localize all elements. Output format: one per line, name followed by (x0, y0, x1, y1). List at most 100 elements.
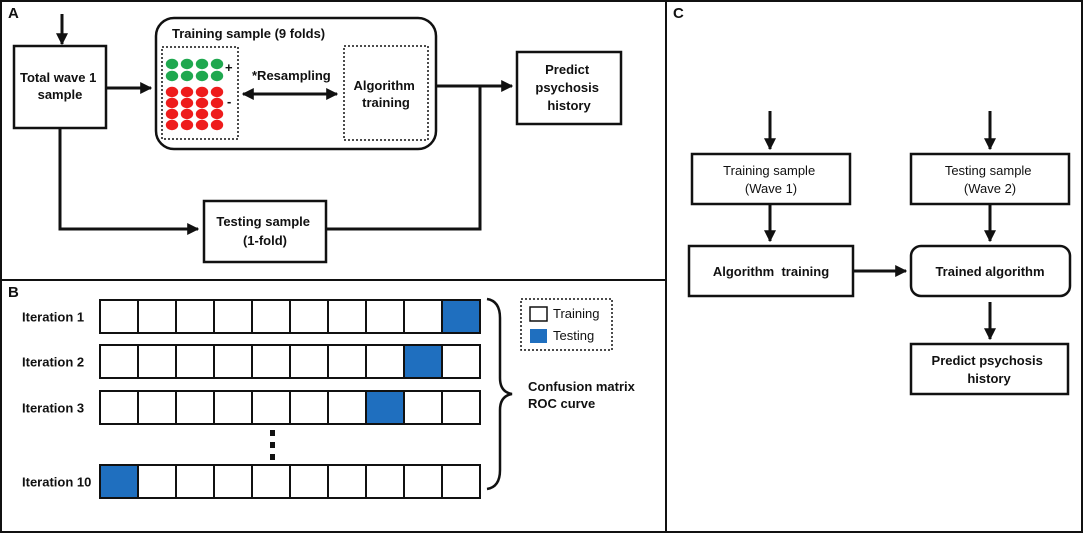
fold-cell-training (251, 344, 291, 379)
fold-cell-testing (403, 344, 443, 379)
positive-case-dot (180, 70, 194, 82)
testing-sample-label-a: Testing sample (1-fold) (216, 214, 313, 248)
positive-case-dot (210, 70, 224, 82)
ellipsis-dot (270, 454, 275, 460)
legend-training-swatch (529, 306, 548, 322)
iteration-label: Iteration 10 (22, 475, 91, 490)
legend-training-label: Training (553, 306, 599, 321)
negative-case-dot (195, 108, 209, 120)
negative-case-dot (195, 119, 209, 131)
negative-sign: - (227, 94, 231, 109)
predict-box-c (909, 342, 1070, 396)
fold-cell-training (441, 464, 481, 499)
brace (486, 297, 513, 491)
testing-sample-box-c (909, 152, 1071, 206)
positive-case-dot (195, 70, 209, 82)
training-sample-box-c (690, 152, 852, 206)
fold-cell-training (327, 344, 367, 379)
fold-cell-training (365, 299, 405, 334)
fold-cell-training (213, 299, 253, 334)
fold-cell-training (213, 464, 253, 499)
negative-case-dot (210, 119, 224, 131)
fold-cell-training (251, 299, 291, 334)
negative-case-dot (195, 86, 209, 98)
algorithm-training-box (343, 45, 429, 141)
predict-label-c: Predict psychosis history (932, 353, 1047, 386)
positive-sign: + (225, 60, 233, 75)
positive-case-dot (210, 58, 224, 70)
iteration-label: Iteration 2 (22, 355, 84, 370)
outputs-label: Confusion matrix ROC curve (528, 379, 639, 411)
fold-cell-training (327, 299, 367, 334)
fold-cell-training (251, 390, 291, 425)
panel-a-letter: A (8, 5, 19, 22)
positive-case-dot (180, 58, 194, 70)
negative-case-dot (210, 108, 224, 120)
negative-case-dot (180, 108, 194, 120)
fold-cell-training (441, 390, 481, 425)
fold-cell-training (137, 464, 177, 499)
sample-dots-box (161, 46, 239, 140)
trained-algorithm-label: Trained algorithm (935, 264, 1044, 279)
legend-testing-swatch (530, 329, 547, 343)
fold-cell-training (327, 464, 367, 499)
fold-cell-training (403, 464, 443, 499)
iteration-label: Iteration 1 (22, 310, 84, 325)
fold-cell-training (251, 464, 291, 499)
fold-cell-training (213, 390, 253, 425)
fold-cell-training (365, 344, 405, 379)
resampling-label: *Resampling (252, 68, 331, 83)
negative-case-dot (165, 108, 179, 120)
positive-case-dot (165, 58, 179, 70)
algorithm-training-box-c (687, 244, 855, 298)
fold-cell-training (137, 390, 177, 425)
fold-cell-training (99, 344, 139, 379)
positive-case-dot (165, 70, 179, 82)
predict-box-a (515, 50, 623, 126)
negative-case-dot (180, 119, 194, 131)
panel-c-letter: C (673, 5, 684, 22)
testing-sample-box-a (202, 199, 328, 264)
fold-cell-training (175, 464, 215, 499)
fold-cell-training (213, 344, 253, 379)
panel-c-frame (665, 0, 1083, 533)
fold-cell-training (289, 299, 329, 334)
ellipsis-dot (270, 442, 275, 448)
fold-cell-training (175, 390, 215, 425)
fold-cell-testing (441, 299, 481, 334)
negative-case-dot (165, 97, 179, 109)
fold-cell-training (289, 390, 329, 425)
negative-case-dot (165, 119, 179, 131)
fold-cell-training (99, 390, 139, 425)
fold-cell-training (403, 390, 443, 425)
fold-cell-training (175, 344, 215, 379)
fold-cell-testing (99, 464, 139, 499)
fold-cell-training (289, 464, 329, 499)
negative-case-dot (165, 86, 179, 98)
panel-b-letter: B (8, 284, 19, 301)
negative-case-dot (195, 97, 209, 109)
total-sample-label: Total wave 1 sample (20, 70, 100, 102)
ellipsis-dot (270, 430, 275, 436)
training-sample-label-c: Training sample (Wave 1) (723, 163, 819, 196)
sample-dots (165, 58, 224, 131)
fold-cell-training (289, 344, 329, 379)
trained-algorithm-box (909, 244, 1072, 298)
fold-cell-training (441, 344, 481, 379)
positive-case-dot (195, 58, 209, 70)
negative-case-dot (180, 86, 194, 98)
algorithm-training-label: Algorithm training (353, 78, 418, 110)
testing-to-predict-line (326, 86, 482, 231)
iteration-label: Iteration 3 (22, 401, 84, 416)
fold-cell-training (365, 464, 405, 499)
fold-cell-training (99, 299, 139, 334)
fold-cell-training (327, 390, 367, 425)
testing-path-arrow (58, 128, 200, 235)
legend-testing-label: Testing (553, 328, 594, 343)
fold-cell-training (137, 299, 177, 334)
fold-cell-training (403, 299, 443, 334)
training-sample-title: Training sample (9 folds) (172, 26, 325, 41)
fold-cell-testing (365, 390, 405, 425)
